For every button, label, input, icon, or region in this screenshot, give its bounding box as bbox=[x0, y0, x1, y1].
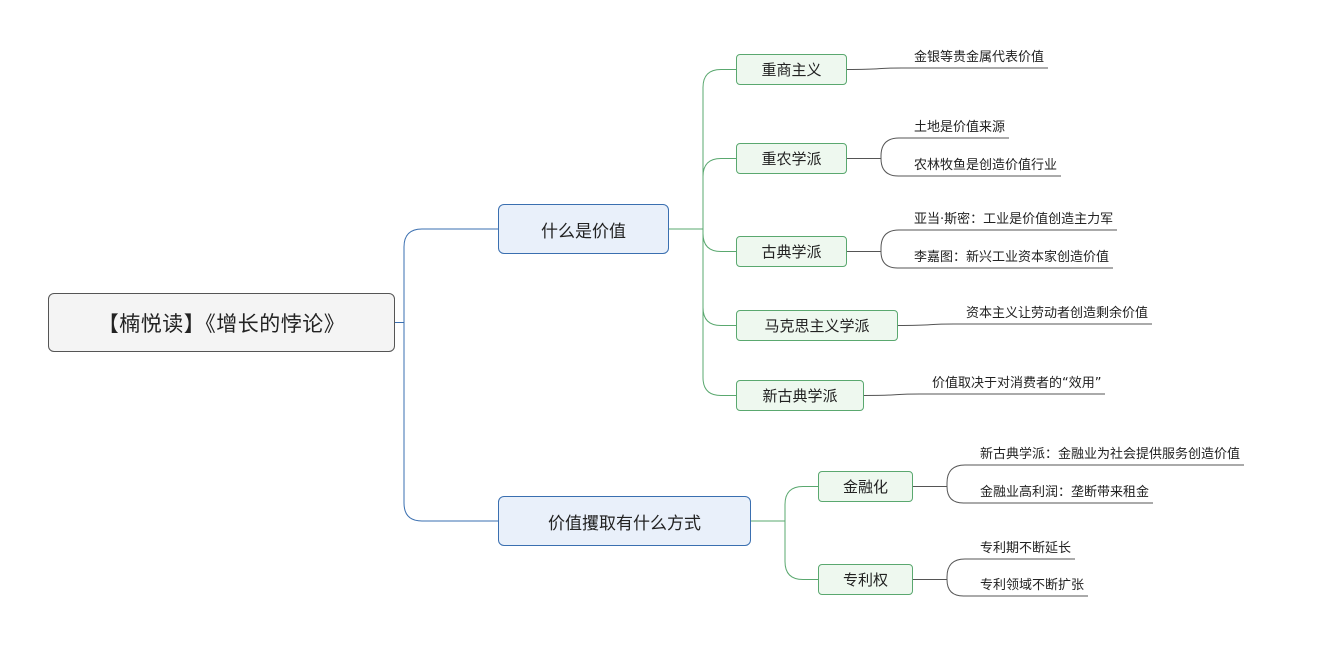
leaf-mercantilism-1[interactable]: 金银等贵金属代表价值 bbox=[914, 50, 1045, 65]
leaf-neoclassical-1[interactable]: 价值取决于对消费者的“效用” bbox=[932, 376, 1102, 391]
leaf-line-5-1 bbox=[933, 486, 968, 504]
connector-0-3 bbox=[689, 228, 736, 326]
leaf-physiocrats-2[interactable]: 农林牧鱼是创造价值行业 bbox=[914, 158, 1058, 173]
leaf-line-1-0 bbox=[867, 137, 902, 159]
leaf-line-1-1 bbox=[867, 158, 902, 177]
leaf-patent-2[interactable]: 专利领域不断扩张 bbox=[980, 578, 1085, 593]
leaf-patent-1[interactable]: 专利期不断延长 bbox=[980, 541, 1072, 556]
root-topic[interactable]: 【楠悦读】《增长的悖论》 bbox=[48, 293, 395, 352]
subtopic-neoclassical[interactable]: 新古典学派 bbox=[736, 380, 864, 411]
subtopic-patent-rights[interactable]: 专利权 bbox=[818, 564, 913, 595]
leaf-marxist-1[interactable]: 资本主义让劳动者创造剩余价值 bbox=[966, 306, 1149, 321]
leaf-line-4-0 bbox=[863, 393, 1105, 396]
connector-0-1 bbox=[689, 158, 736, 230]
connector-root-0 bbox=[390, 228, 498, 323]
leaf-classical-1[interactable]: 亚当·斯密：工业是价值创造主力军 bbox=[914, 212, 1114, 227]
connector-root-1 bbox=[390, 322, 498, 522]
leaf-physiocrats-1[interactable]: 土地是价值来源 bbox=[914, 120, 1006, 135]
leaf-line-6-0 bbox=[933, 558, 968, 580]
leaf-financialization-1[interactable]: 新古典学派：金融业为社会提供服务创造价值 bbox=[980, 447, 1241, 462]
leaf-line-3-0 bbox=[897, 323, 1152, 326]
connector-1-1 bbox=[771, 520, 818, 580]
leaf-financialization-2[interactable]: 金融业高利润：垄断带来租金 bbox=[980, 485, 1150, 500]
connector-0-4 bbox=[689, 228, 736, 396]
leaf-classical-2[interactable]: 李嘉图：新兴工业资本家创造价值 bbox=[914, 250, 1110, 265]
subtopic-marxist[interactable]: 马克思主义学派 bbox=[736, 310, 898, 341]
topic-what-is-value[interactable]: 什么是价值 bbox=[498, 204, 669, 254]
connector-1-0 bbox=[771, 486, 818, 522]
leaf-line-0-0 bbox=[846, 67, 1048, 70]
subtopic-financialization[interactable]: 金融化 bbox=[818, 471, 913, 502]
leaf-line-5-0 bbox=[933, 464, 968, 487]
leaf-line-2-1 bbox=[867, 251, 902, 269]
leaf-line-6-1 bbox=[933, 579, 968, 597]
subtopic-physiocrats[interactable]: 重农学派 bbox=[736, 143, 847, 174]
subtopic-classical[interactable]: 古典学派 bbox=[736, 236, 847, 267]
topic-value-extraction[interactable]: 价值攫取有什么方式 bbox=[498, 496, 751, 546]
subtopic-mercantilism[interactable]: 重商主义 bbox=[736, 54, 847, 85]
leaf-line-2-0 bbox=[867, 229, 902, 252]
connector-0-0 bbox=[689, 69, 736, 230]
connector-0-2 bbox=[689, 228, 736, 252]
